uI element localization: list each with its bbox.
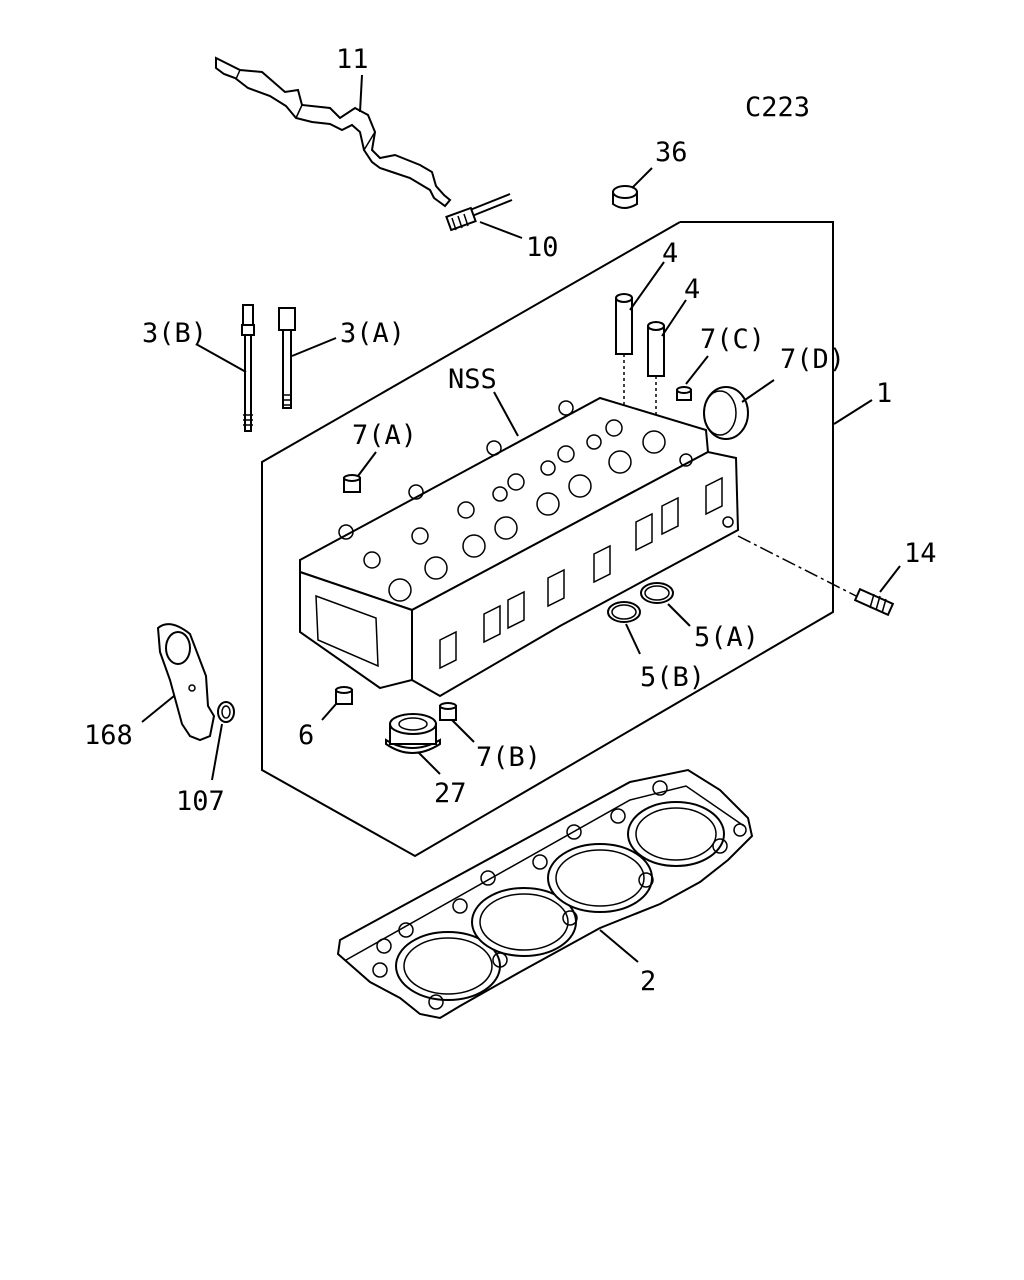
callout-14: 14 xyxy=(904,538,937,569)
part-14-stud xyxy=(853,587,895,617)
callout-5b: 5(B) xyxy=(640,662,705,693)
leader-27 xyxy=(417,751,441,775)
assembly-boundary-frame xyxy=(261,221,834,858)
leader-7c xyxy=(685,355,709,385)
callout-5a: 5(A) xyxy=(694,622,759,653)
leader-7b xyxy=(451,719,475,743)
callout-168: 168 xyxy=(84,720,133,751)
part-2-head-gasket xyxy=(336,768,754,1020)
callout-27: 27 xyxy=(434,778,467,809)
part-4-valve-guide-a xyxy=(615,293,633,440)
part-27-nozzle-sleeve xyxy=(385,713,441,754)
leader-nss xyxy=(493,391,519,437)
part-10-glow-plug xyxy=(445,193,513,232)
part-7c-plug xyxy=(676,386,692,401)
leader-4a xyxy=(629,261,665,311)
part-36-plug xyxy=(612,185,638,209)
leader-6 xyxy=(321,703,337,721)
part-5b-washer xyxy=(607,601,641,623)
callout-nss: NSS xyxy=(448,364,497,395)
callout-10: 10 xyxy=(526,232,559,263)
callout-7a: 7(A) xyxy=(352,420,417,451)
part-7b-plug xyxy=(439,702,457,721)
leader-7a xyxy=(357,451,377,477)
part-1-cylinder-head xyxy=(299,396,740,698)
callout-3b: 3(B) xyxy=(142,318,207,349)
stud-center-line xyxy=(737,535,861,599)
leader-14 xyxy=(879,565,901,593)
leader-36 xyxy=(631,167,653,189)
leader-3a xyxy=(291,337,337,357)
part-4-valve-guide-b xyxy=(647,321,665,430)
part-7a-plug xyxy=(343,474,361,493)
leader-3b xyxy=(195,343,247,373)
leader-5a xyxy=(667,603,691,627)
callout-3a: 3(A) xyxy=(340,318,405,349)
callout-36: 36 xyxy=(655,137,688,168)
callout-4b: 4 xyxy=(684,274,700,305)
leader-5b xyxy=(625,623,641,655)
part-5a-washer xyxy=(640,582,674,604)
leader-10 xyxy=(479,221,523,239)
leader-107 xyxy=(211,723,223,781)
leader-168 xyxy=(141,695,175,723)
leader-2 xyxy=(599,929,639,963)
part-107-washer xyxy=(217,701,235,723)
leader-11 xyxy=(359,74,363,113)
callout-6: 6 xyxy=(298,720,314,751)
leader-4b xyxy=(661,299,687,337)
callout-7b: 7(B) xyxy=(476,742,541,773)
callout-1: 1 xyxy=(876,378,892,409)
callout-7d: 7(D) xyxy=(780,344,845,375)
callout-107: 107 xyxy=(176,786,225,817)
part-3b-stud-bolt xyxy=(241,304,255,432)
callout-11: 11 xyxy=(336,44,369,75)
part-3a-head-bolt xyxy=(278,307,296,409)
leader-7d xyxy=(741,379,775,403)
part-168-lifting-bracket xyxy=(156,623,216,742)
callout-4a: 4 xyxy=(662,238,678,269)
part-11-bracket xyxy=(215,56,452,208)
part-7d-expansion-plug xyxy=(703,386,749,440)
callout-2: 2 xyxy=(640,966,656,997)
callout-7c: 7(C) xyxy=(700,324,765,355)
leader-1 xyxy=(833,399,873,425)
part-6-dowel xyxy=(335,686,353,705)
figure-code: C223 xyxy=(745,92,810,123)
